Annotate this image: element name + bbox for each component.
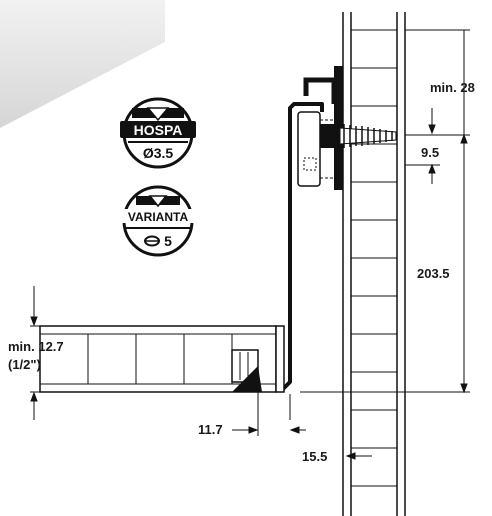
dimension-min-12-7: min. 12.7 [8, 339, 64, 354]
dimension-min-28: min. 28 [430, 80, 475, 95]
dimension-lines [30, 29, 470, 460]
bottom-fixing-clip [231, 349, 262, 392]
dimension-11-7: 11.7 [198, 422, 223, 437]
varianta-size: 5 [164, 233, 172, 249]
mounting-screw [320, 124, 397, 148]
pozidriv-icon [144, 235, 160, 247]
dimension-9-5: 9.5 [421, 145, 439, 160]
varianta-label: VARIANTA [128, 210, 189, 224]
side-wall-divisions [351, 29, 397, 487]
background-panel [0, 0, 165, 128]
dimension-1-2-inch: (1/2") [8, 357, 41, 372]
hospa-label: HOSPA [134, 122, 183, 138]
dimension-203-5: 203.5 [417, 266, 450, 281]
cabinet-side-wall [342, 12, 406, 516]
dimension-15-5: 15.5 [302, 449, 327, 464]
hospa-size: Ø3.5 [143, 145, 174, 161]
varianta-screw-badge: VARIANTA 5 [118, 185, 198, 257]
hospa-screw-badge: HOSPA Ø3.5 [120, 97, 196, 169]
